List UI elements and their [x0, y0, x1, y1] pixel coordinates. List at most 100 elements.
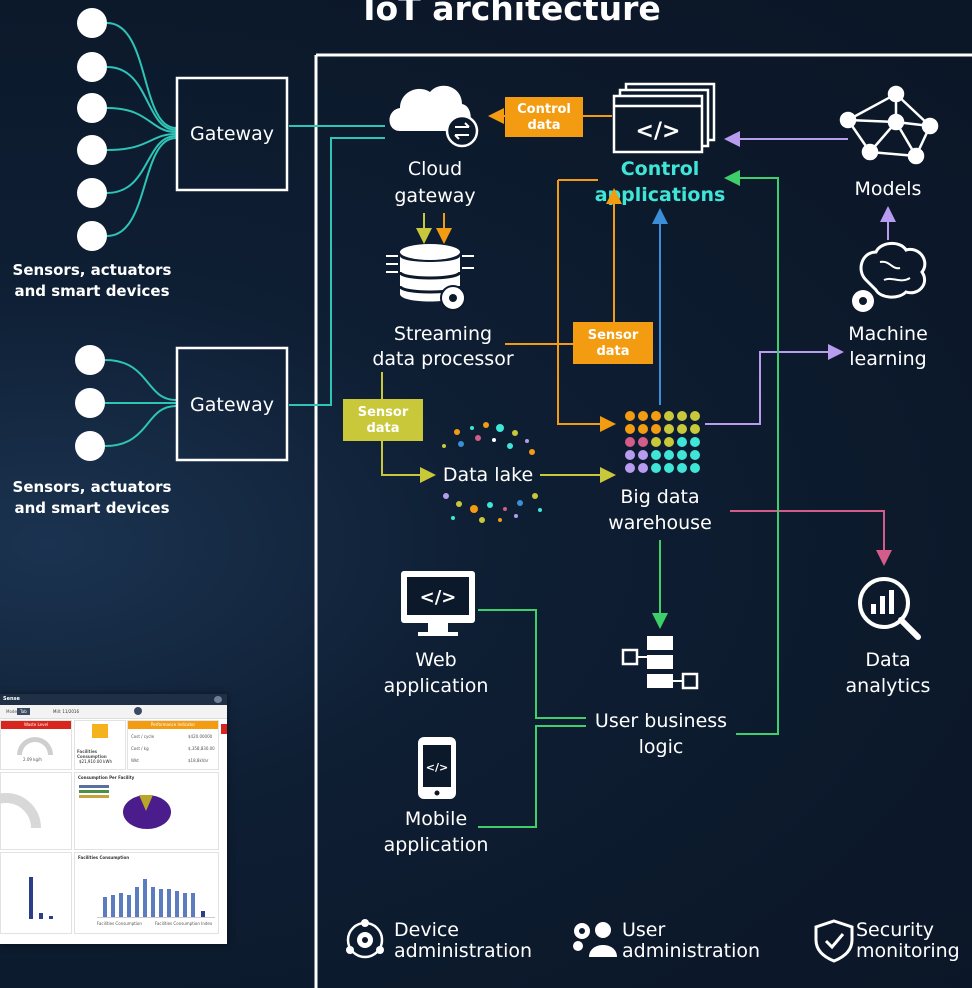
sensor-data-orange-line2: data — [596, 344, 629, 359]
device-node — [77, 221, 107, 251]
user-admin-label-1: User — [622, 919, 665, 941]
performance-panel-title: Performance Indicator — [128, 721, 218, 729]
gateway-label-1: Gateway — [190, 123, 274, 145]
kpi-label: Cost / kg — [131, 746, 149, 751]
streaming-label-1: Streaming — [394, 323, 492, 345]
phone-code-icon: </> — [418, 737, 456, 799]
consumption-panel-title: Consumption Per Facility — [78, 775, 135, 780]
device-node — [77, 8, 107, 38]
device-group-2 — [75, 345, 177, 461]
facilities-panel-title: Facilities Consumption — [77, 749, 107, 759]
sensor-data-yellow-line1: Sensor — [358, 405, 409, 420]
legend-item — [79, 785, 109, 788]
gateway-box-2 — [175, 346, 289, 462]
bar — [119, 893, 123, 917]
warehouse-to-analytics-arrow — [730, 510, 892, 566]
security-label-2: monitoring — [856, 940, 960, 962]
device-group-1 — [77, 8, 177, 251]
kpi-value: $,358,830.00 — [188, 746, 215, 751]
analytics-label-1: Data — [865, 649, 910, 671]
kpi-value: $420.00000 — [188, 734, 213, 739]
device-node — [75, 388, 105, 418]
bar — [151, 887, 155, 917]
alert-badge — [221, 724, 227, 734]
device-admin-label-1: Device — [394, 919, 459, 941]
dot-cloud-icon — [442, 422, 542, 523]
lightbulb-icon — [92, 724, 108, 738]
svg-text:</>: </> — [636, 119, 681, 144]
facilities-panel: Facilities Consumption $21,910.00 kWh — [74, 720, 126, 770]
analytics-label-2: analytics — [846, 675, 931, 697]
waste-panel-title: Waste Level — [1, 721, 71, 729]
gauge-arc — [17, 737, 53, 755]
legend-b: Facilities Consumption Index — [155, 921, 213, 926]
sensor-data-tag-yellow — [343, 399, 423, 441]
web-app-label-1: Web — [415, 649, 456, 671]
dashboard-topbar: Sense — [0, 694, 227, 705]
dashboard-filter-value[interactable]: Mill: 11/2016 — [53, 709, 80, 714]
consumption-panel: Consumption Per Facility — [74, 772, 219, 850]
ml-label-2: learning — [849, 348, 927, 370]
code-window-icon: </> — [612, 82, 716, 154]
bar — [49, 916, 53, 919]
facilities-panel-value: $21,910.00 kWh — [79, 759, 112, 764]
security-label-1: Security — [856, 919, 934, 941]
warehouse-label-1: Big data — [620, 486, 699, 508]
gear-cycle-icon — [346, 919, 384, 959]
device-node — [75, 345, 105, 375]
gauge-panel — [0, 772, 72, 850]
cloud-gateway-label-2: gateway — [394, 185, 475, 207]
devices-label-line2: and smart devices — [14, 282, 169, 300]
dashboard-filter-label: Mode — [6, 709, 17, 714]
device-node — [75, 431, 105, 461]
bar — [183, 893, 187, 917]
network-graph-icon — [839, 85, 939, 165]
kpi-label: Cost / cycle — [131, 734, 155, 739]
database-gear-icon — [386, 244, 474, 311]
bar — [111, 895, 115, 917]
bar — [103, 897, 107, 917]
facilities-bar-title: Facilities Consumption — [78, 855, 130, 860]
device-node — [77, 52, 107, 82]
bar — [201, 911, 205, 917]
device-admin-label-2: administration — [394, 940, 532, 962]
stream-to-control-links — [505, 179, 622, 432]
legend-item — [79, 795, 109, 798]
ml-label-1: Machine — [848, 323, 928, 345]
flowchart-icon — [621, 636, 699, 690]
dashboard-user-icon — [214, 696, 222, 703]
bar-area — [5, 861, 65, 919]
cloud-frame — [314, 53, 972, 988]
monitor-code-icon: </> — [401, 571, 475, 636]
logic-links — [478, 170, 779, 828]
cloud-gateway-label-1: Cloud — [408, 158, 462, 180]
bar — [29, 877, 33, 919]
device-node — [77, 135, 107, 165]
data-lake-label: Data lake — [443, 464, 533, 486]
devices-label-line1: Sensors, actuators — [13, 478, 172, 496]
models-label: Models — [855, 178, 922, 200]
mobile-app-label-2: application — [384, 834, 489, 856]
kpi-label: Wkt — [131, 758, 139, 763]
cloud-sync-icon — [389, 85, 479, 148]
devices-label-line1: Sensors, actuators — [13, 261, 172, 279]
devices-label-line2: and smart devices — [14, 499, 169, 517]
control-apps-label-1: Control — [621, 158, 700, 180]
sensor-data-orange-line1: Sensor — [588, 328, 639, 343]
sensor-data-tag-orange — [573, 322, 653, 364]
dot-grid-icon — [625, 411, 700, 473]
dashboard-filterbar: Mode Tab Mill: 11/2016 — [0, 705, 227, 719]
waste-panel: Waste Level 2.09 kg/h — [0, 720, 72, 770]
dashboard-tab-active[interactable]: Tab — [17, 708, 30, 715]
bar — [127, 895, 131, 917]
dashboard-settings-icon[interactable] — [134, 707, 142, 715]
web-app-label-2: application — [384, 675, 489, 697]
bar-panel-right: Facilities Consumption Facilities Consum… — [74, 852, 219, 934]
brain-gear-icon — [852, 242, 927, 312]
bar — [159, 889, 163, 917]
device-node — [77, 93, 107, 123]
dashboard-thumbnail: Sense Mode Tab Mill: 11/2016 Waste Level… — [0, 694, 227, 944]
user-gear-icon — [573, 922, 617, 957]
